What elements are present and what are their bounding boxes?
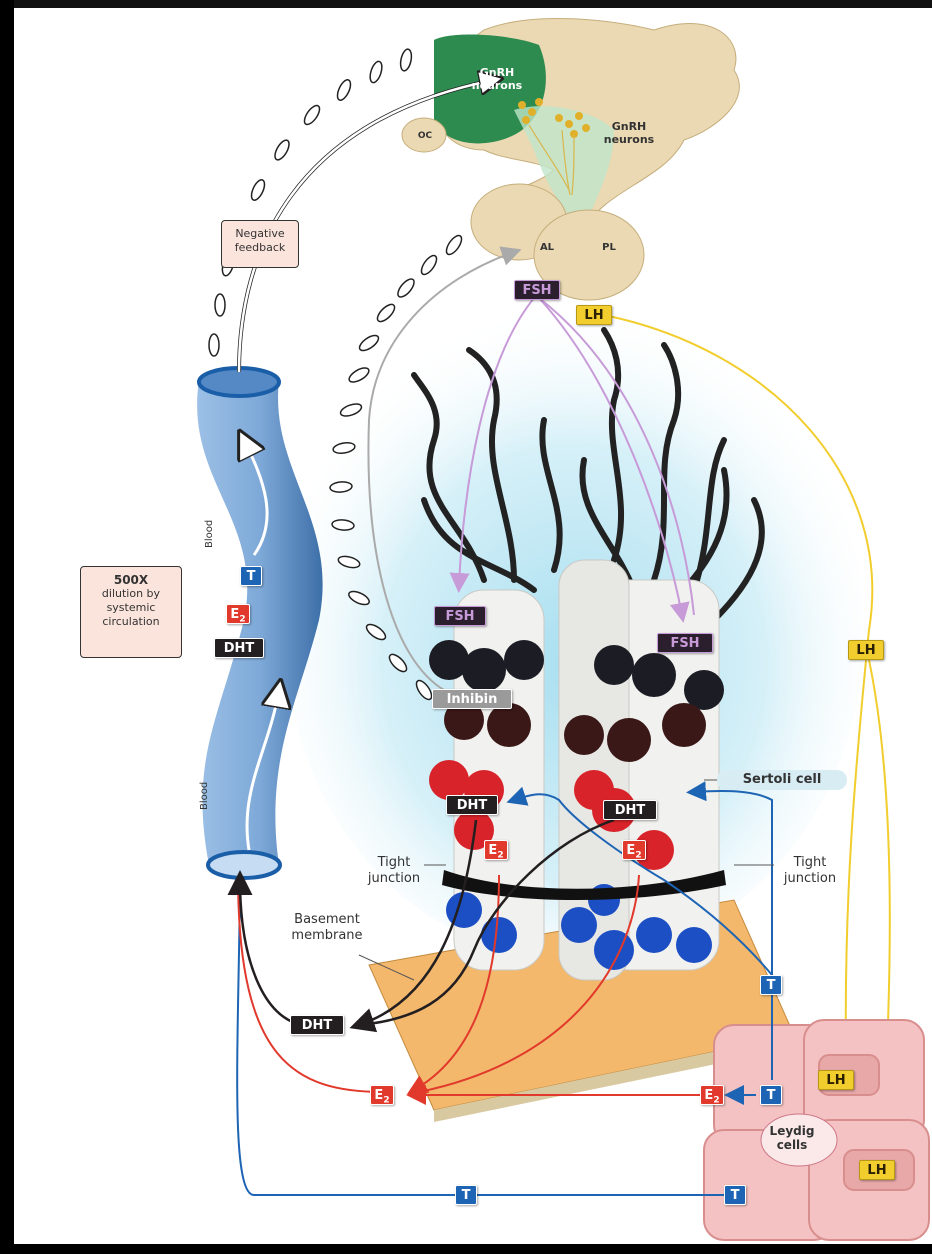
fsh-tag-right: FSH — [657, 633, 713, 653]
e2-sub: 2 — [497, 850, 504, 861]
lh-tag-right: LH — [848, 640, 884, 660]
lh-tag-leydig-bottom: LH — [859, 1160, 895, 1180]
dht-tag-bottom: DHT — [290, 1015, 344, 1035]
tight-junction-label-left: Tight junction — [367, 855, 421, 886]
leydig-cells-label: Leydig cells — [769, 1124, 815, 1152]
dilution-rest: dilution by systemic circulation — [101, 587, 161, 628]
hypothalamus-pituitary — [401, 17, 740, 301]
inhibin-tag: Inhibin — [432, 689, 512, 709]
basement-membrane-label: Basement membrane — [291, 912, 363, 943]
e2-sub: 2 — [383, 1095, 390, 1106]
sertoli-cell-label: Sertoli cell — [717, 770, 847, 790]
e2-letter: E — [230, 607, 240, 622]
dht-tag-tubule-right: DHT — [603, 800, 657, 820]
germ-cells — [429, 640, 724, 970]
fsh-tag-pituitary: FSH — [514, 280, 560, 300]
e2-sub: 2 — [239, 614, 246, 625]
dht-tag-tubule-left: DHT — [446, 795, 498, 815]
negative-feedback-box: Negative feedback — [221, 220, 299, 268]
al-label: AL — [539, 242, 555, 253]
blood-label-bottom: Blood — [199, 781, 210, 810]
oc-label: OC — [417, 131, 433, 141]
e2-tag-tubule-left: E2 — [484, 840, 508, 861]
top-caption-strip — [14, 0, 932, 8]
e2-tag-vessel: E2 — [226, 604, 250, 625]
blood-vessel — [197, 366, 323, 880]
e2-letter: E — [488, 843, 498, 858]
t-tag-leydig: T — [760, 1085, 782, 1105]
diagram-canvas: GnRH neurons GnRH neurons OC AL PL Negat… — [14, 0, 932, 1244]
fsh-tag-left: FSH — [434, 606, 486, 626]
tight-junction-label-right: Tight junction — [783, 855, 837, 886]
gnrh-neurons-label-right: GnRH neurons — [603, 120, 655, 146]
e2-sub: 2 — [713, 1095, 720, 1106]
lh-tag-pituitary: LH — [576, 305, 612, 325]
feedback-ovals — [208, 48, 463, 701]
pl-label: PL — [602, 242, 616, 253]
lh-tag-leydig-top: LH — [818, 1070, 854, 1090]
t-tag-bottom-middle: T — [455, 1185, 477, 1205]
dilution-box: 500X dilution by systemic circulation — [80, 566, 182, 658]
e2-letter: E — [374, 1088, 384, 1103]
dilution-strong: 500X — [113, 573, 149, 587]
e2-tag-leydig: E2 — [700, 1085, 724, 1106]
tight-junction-band — [442, 870, 726, 900]
t-tag-right: T — [760, 975, 782, 995]
e2-tag-tubule-right: E2 — [622, 840, 646, 861]
e2-tag-bottom: E2 — [370, 1085, 394, 1106]
gnrh-neurons-label-top: GnRH neurons — [471, 66, 523, 92]
e2-letter: E — [704, 1088, 714, 1103]
e2-letter: E — [626, 843, 636, 858]
t-tag-bottom-right: T — [724, 1185, 746, 1205]
t-tag-vessel: T — [240, 566, 262, 586]
blood-label-top: Blood — [204, 519, 215, 548]
dht-tag-vessel: DHT — [214, 638, 264, 658]
e2-sub: 2 — [635, 850, 642, 861]
